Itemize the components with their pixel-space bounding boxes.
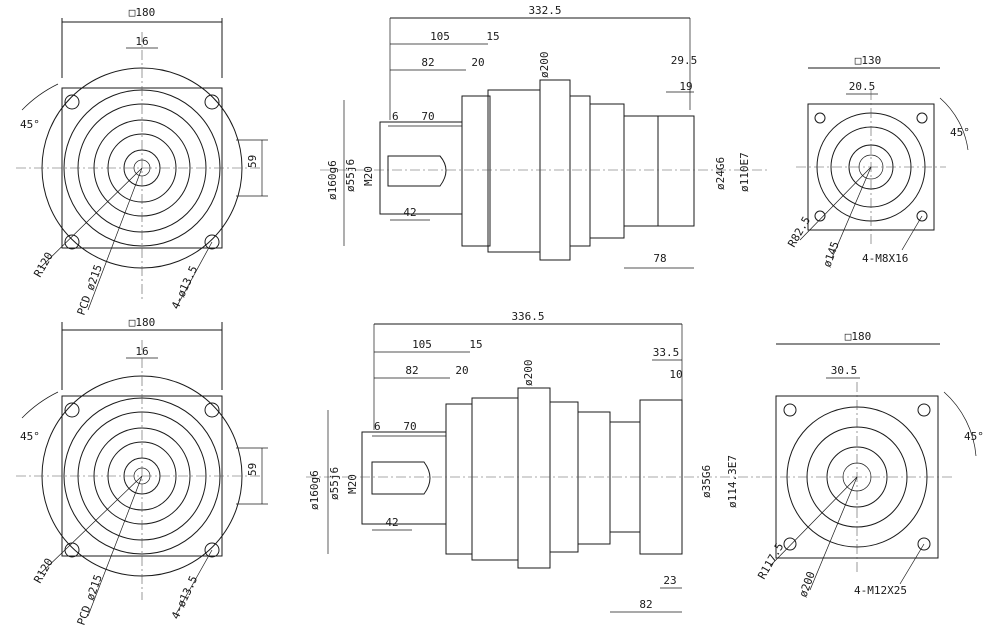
- dim-30-5: 30.5: [831, 364, 858, 377]
- dim-78: 78: [653, 252, 666, 265]
- dim-square-180: □180: [845, 330, 872, 343]
- dim-23: 23: [663, 574, 676, 587]
- dim-35: ø35G6: [700, 465, 713, 498]
- dim-82: 82: [405, 364, 418, 377]
- dim-thread: 4-M8X16: [862, 252, 908, 265]
- top-side-view: 332.5 105 15 82 20 ø200 6 70 42 M20 ø55j…: [320, 4, 770, 269]
- dim-holes: 4-ø13.5: [169, 264, 200, 312]
- dim-20: 20: [455, 364, 468, 377]
- dim-holes: 4-ø13.5: [169, 574, 200, 622]
- dim-160: ø160g6: [326, 160, 339, 200]
- dim-45: 45°: [20, 430, 40, 443]
- dim-160: ø160g6: [308, 470, 321, 510]
- bottom-front-view: □180 16 45° 59 R120 PCD ø215 4-ø13.5: [16, 316, 268, 627]
- dim-r82-5: R82.5: [785, 214, 813, 249]
- dim-20-5: 20.5: [849, 80, 876, 93]
- dim-24: ø24G6: [714, 157, 727, 190]
- dim-82b: 82: [639, 598, 652, 611]
- dim-145: ø145: [821, 240, 842, 269]
- dim-16: 16: [135, 345, 148, 358]
- dim-82: 82: [421, 56, 434, 69]
- dim-square-130: □130: [855, 54, 882, 67]
- dim-200: ø200: [538, 52, 551, 79]
- dim-19: 19: [679, 80, 692, 93]
- dim-square: □180: [129, 316, 156, 329]
- dim-45-right: 45°: [950, 126, 970, 139]
- top-right-view: □130 20.5 45° R82.5 ø145 4-M8X16: [785, 54, 970, 269]
- dim-45-right: 45°: [964, 430, 984, 443]
- dim-10: 10: [669, 368, 682, 381]
- dim-m20: M20: [362, 166, 375, 186]
- dim-radius: R120: [31, 250, 56, 279]
- dim-70: 70: [421, 110, 434, 123]
- dim-200: ø200: [522, 360, 535, 387]
- dim-overall: 336.5: [511, 310, 544, 323]
- dim-overall: 332.5: [528, 4, 561, 17]
- dim-59: 59: [246, 463, 259, 476]
- dim-200: ø200: [797, 570, 818, 599]
- dim-42: 42: [403, 206, 416, 219]
- dim-110: ø110E7: [738, 152, 751, 192]
- dim-square: □180: [129, 6, 156, 19]
- dim-33-5: 33.5: [653, 346, 680, 359]
- dim-59: 59: [246, 155, 259, 168]
- dim-15: 15: [486, 30, 499, 43]
- dim-55: ø55j6: [344, 159, 357, 192]
- dim-pcd: PCD ø215: [75, 263, 105, 317]
- dim-radius: R120: [31, 556, 56, 585]
- dim-114: ø114.3E7: [726, 455, 739, 508]
- dim-thread: 4-M12X25: [854, 584, 907, 597]
- bottom-right-view: □180 30.5 45° R117.5 ø200 4-M12X25: [755, 330, 984, 599]
- dim-m20: M20: [346, 474, 359, 494]
- dim-70: 70: [403, 420, 416, 433]
- dim-105: 105: [412, 338, 432, 351]
- dim-55: ø55j6: [328, 467, 341, 500]
- dim-29-5: 29.5: [671, 54, 698, 67]
- dim-42: 42: [385, 516, 398, 529]
- dim-20: 20: [471, 56, 484, 69]
- top-front-view: □180 16 45° 59 R120 PCD ø215 4-ø13.5: [16, 6, 268, 317]
- dim-pcd: PCD ø215: [75, 573, 105, 627]
- dim-r117-5: R117.5: [755, 541, 786, 582]
- dim-6: 6: [392, 110, 399, 123]
- dim-105: 105: [430, 30, 450, 43]
- dim-45: 45°: [20, 118, 40, 131]
- dim-6: 6: [374, 420, 381, 433]
- bottom-side-view: 336.5 105 15 82 20 ø200 6 70 42 M20 ø55j…: [306, 310, 760, 613]
- dim-15: 15: [469, 338, 482, 351]
